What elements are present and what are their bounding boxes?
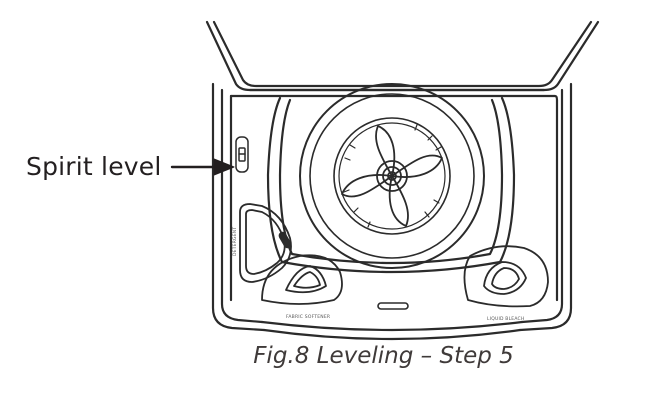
cabinet-body [211,82,573,341]
open-lid [205,20,600,92]
callout-arrow [170,158,235,176]
front-slot [377,302,409,310]
figure-caption: Fig.8 Leveling – Step 5 [253,343,514,369]
detergent-dispenser [239,203,292,283]
detergent-label: DETERGENT [232,227,238,256]
fabric-softener-label: FABRIC SOFTENER [286,314,330,320]
liquid-bleach-label: LIQUID BLEACH [487,316,524,322]
spirit-level-callout-label: Spirit level [26,152,162,181]
spirit-level-icon [235,136,249,173]
wash-tub [266,83,516,274]
impeller-ticks [343,124,442,228]
impeller [341,125,443,227]
liquid-bleach-dispenser [463,245,549,308]
fabric-softener-dispenser [261,254,343,305]
